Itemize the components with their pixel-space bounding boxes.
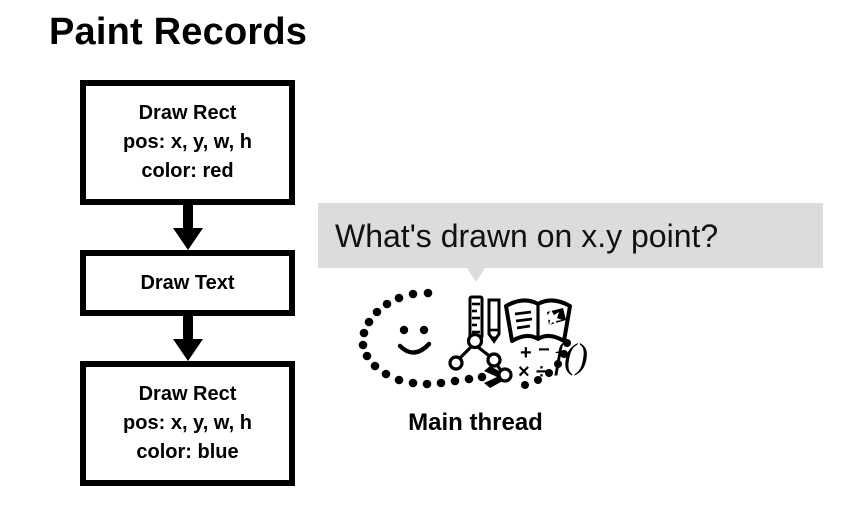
math-op-times: × bbox=[518, 361, 530, 383]
math-op-plus: + bbox=[520, 342, 532, 364]
arrow-shaft bbox=[183, 205, 193, 228]
tree-graph-icon bbox=[448, 332, 513, 383]
paint-record-color: color: blue bbox=[136, 441, 239, 463]
page-title: Paint Records bbox=[49, 11, 308, 53]
paint-record-op: Draw Text bbox=[140, 271, 235, 294]
paint-record-pos: pos: x, y, w, h bbox=[123, 131, 252, 153]
main-thread-illustration: + − × ÷ f() bbox=[358, 286, 593, 398]
math-op-divide: ÷ bbox=[536, 361, 547, 383]
paint-record-pos: pos: x, y, w, h bbox=[123, 412, 252, 434]
paint-record-color: color: red bbox=[141, 160, 234, 182]
arrow-shaft bbox=[183, 316, 193, 339]
smiley-face-icon bbox=[397, 325, 432, 355]
flow-arrow-down-text-to-rect bbox=[173, 316, 203, 361]
ruler-icon bbox=[468, 295, 484, 340]
open-book-icon bbox=[504, 298, 572, 343]
function-notation-icon: f() bbox=[554, 336, 588, 376]
paint-record-op: Draw Rect bbox=[138, 102, 237, 124]
arrow-head-icon bbox=[173, 339, 203, 361]
paint-record-op: Draw Rect bbox=[138, 383, 237, 405]
pencil-icon bbox=[487, 298, 501, 344]
math-op-minus: − bbox=[538, 339, 550, 361]
arrow-head-icon bbox=[173, 228, 203, 250]
main-thread-label: Main thread bbox=[408, 409, 543, 436]
svg-text:f(): f() bbox=[554, 336, 588, 376]
dotted-loop-arrow-icon bbox=[358, 288, 571, 389]
paint-record-box-draw-rect-red: Draw Rect pos: x, y, w, h color: red bbox=[80, 80, 295, 205]
flow-arrow-down-rect-to-text bbox=[173, 205, 203, 250]
math-operators-icon: + − × ÷ bbox=[518, 339, 550, 383]
paint-record-box-draw-rect-blue: Draw Rect pos: x, y, w, h color: blue bbox=[80, 361, 295, 486]
paint-record-box-draw-text: Draw Text bbox=[80, 250, 295, 316]
speech-bubble-tail-icon bbox=[467, 268, 485, 282]
question-speech-bubble: What's drawn on x.y point? bbox=[318, 203, 823, 268]
question-text: What's drawn on x.y point? bbox=[335, 217, 719, 254]
